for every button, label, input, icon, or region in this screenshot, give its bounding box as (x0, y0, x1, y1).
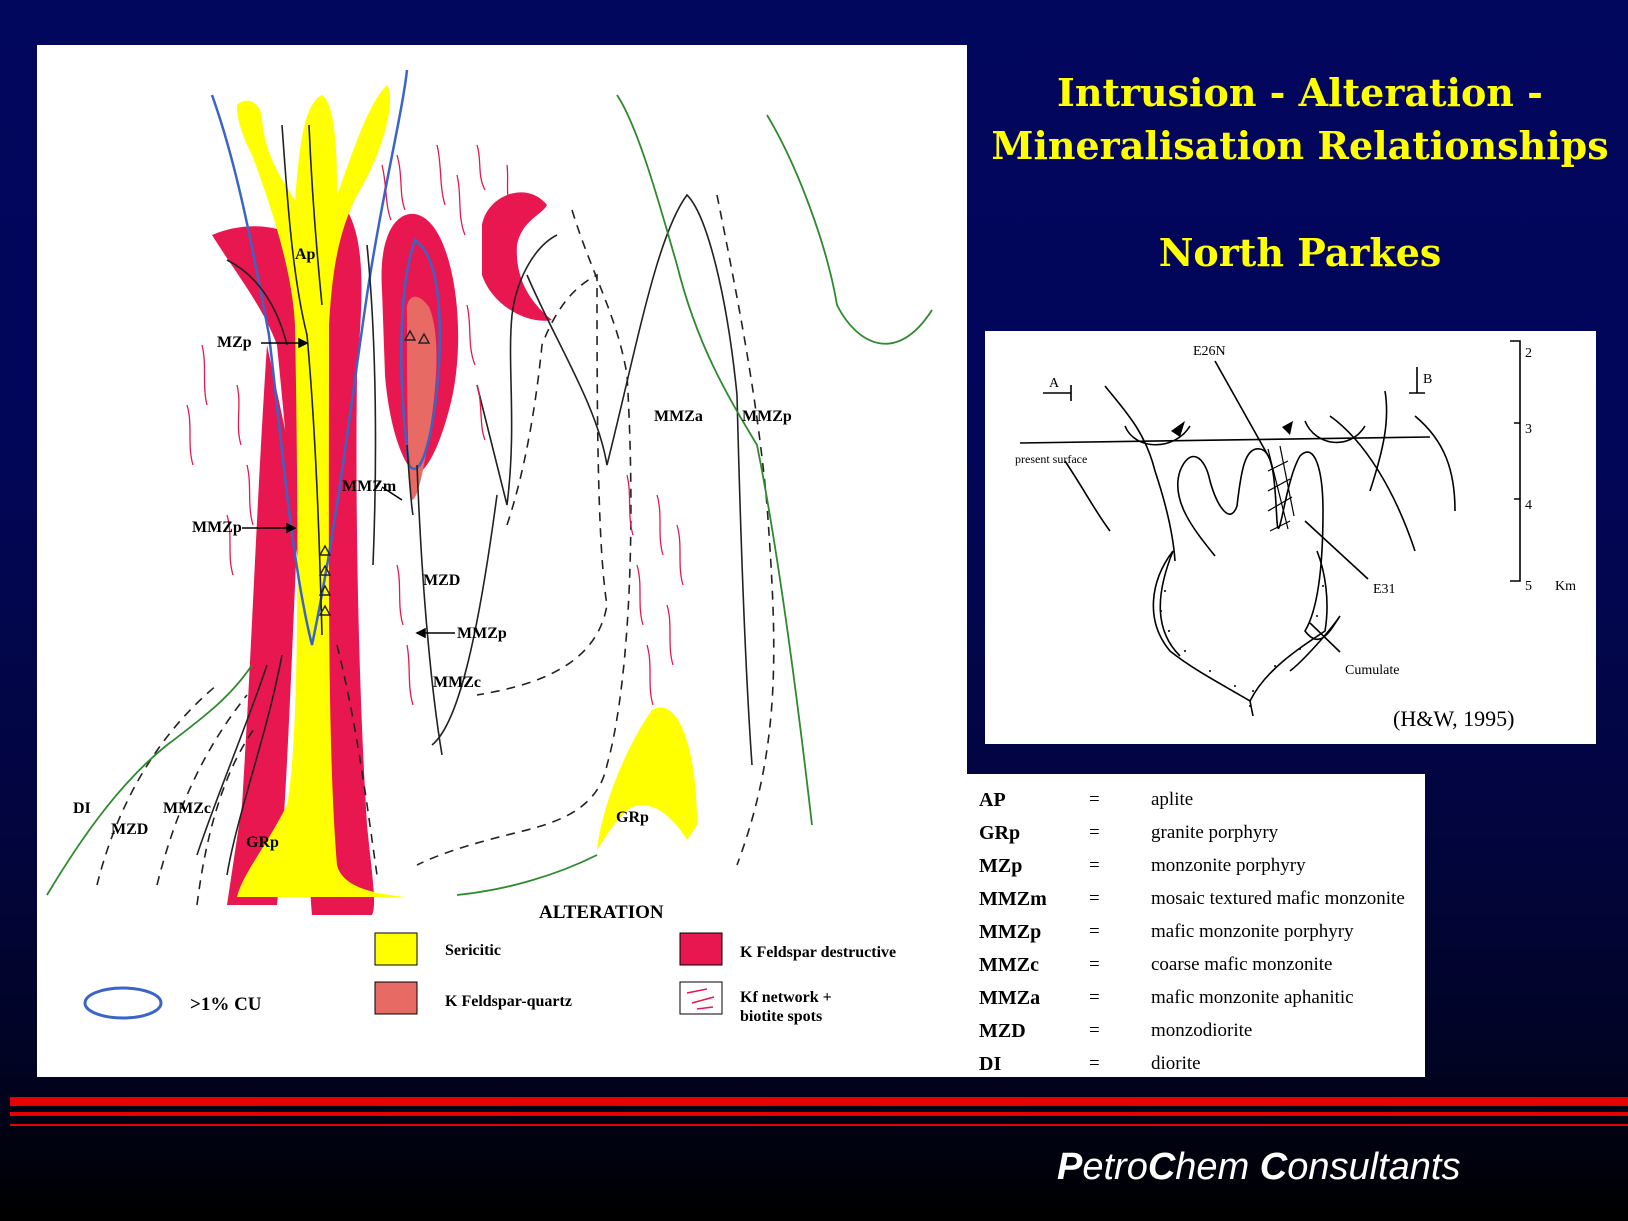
legend-swatch-kfeld-destructive (680, 933, 722, 965)
legend-eq: = (1089, 987, 1100, 1009)
unit-label-mmzc-left: MMZc (163, 800, 211, 817)
unit-label-grp-right: GRp (616, 809, 649, 826)
legend-eq: = (1089, 888, 1100, 910)
cross-section-diagram: Ap MZp MMZp MMZm MZD MMZp MMZc MMZa MMZp… (37, 45, 967, 1077)
sericitic-grp-right (597, 707, 697, 850)
scale-tick-4: 4 (1525, 498, 1532, 513)
brand-etro: etro (1082, 1146, 1147, 1188)
cu-legend-label: >1% CU (190, 994, 262, 1015)
brand-onsultants: onsultants (1287, 1146, 1460, 1188)
inset-svg: E26N A B present surface E31 Cumulate 2 … (985, 331, 1596, 744)
unit-label-mmzm: MMZm (342, 478, 397, 495)
unit-label-ap: Ap (295, 246, 316, 263)
legend-label-kf-network: Kf network + (740, 989, 832, 1006)
legend-def: monzodiorite (1151, 1020, 1252, 1042)
scale-unit: Km (1555, 579, 1576, 594)
unit-label-mmzp-left: MMZp (192, 519, 242, 536)
footer-stripe-1 (10, 1097, 1628, 1106)
legend-label-kfeld-quartz: K Feldspar-quartz (445, 993, 572, 1010)
scale-bar (1510, 341, 1520, 581)
kfeld-quartz-pod (407, 297, 437, 500)
legend-abbr: DI (979, 1053, 1001, 1076)
kfeld-destructive-hook (482, 192, 552, 320)
legend-abbr: GRp (979, 822, 1020, 845)
legend-abbr: MZD (979, 1020, 1026, 1043)
legend-swatch-sericitic (375, 933, 417, 965)
legend-abbr: MMZp (979, 921, 1041, 944)
brand-logo-text: PetroChem Consultants (1057, 1146, 1460, 1189)
label-e26n: E26N (1193, 344, 1226, 359)
unit-label-mmzp-center: MMZp (457, 625, 507, 642)
brand-c2: C (1260, 1146, 1287, 1188)
fault-lines (1065, 386, 1455, 561)
legend-def: mosaic textured mafic monzonite (1151, 888, 1405, 910)
label-b: B (1423, 372, 1432, 387)
cumulate-rim (1153, 551, 1327, 716)
scale-tick-2: 2 (1525, 346, 1532, 361)
cu-legend-ellipse (85, 988, 161, 1018)
legend-label-biotite-spots: biotite spots (740, 1008, 822, 1025)
legend-def: granite porphyry (1151, 822, 1278, 844)
title-line-3: North Parkes (975, 227, 1625, 279)
unit-label-di: DI (73, 800, 91, 817)
unit-label-mzd-left: MZD (111, 821, 148, 838)
legend-label-sericitic: Sericitic (445, 942, 501, 959)
legend-eq: = (1089, 789, 1100, 811)
abbreviation-legend: AP = aplite GRp = granite porphyry MZp = monzo… (967, 774, 1425, 1077)
inset-section: E26N A B present surface E31 Cumulate 2 … (985, 331, 1596, 744)
brand-p: P (1057, 1146, 1082, 1188)
title-line-1: Intrusion - Alteration - (975, 67, 1625, 119)
legend-abbr: MMZa (979, 987, 1040, 1010)
cumulate-stipple (1160, 585, 1324, 707)
legend-eq: = (1089, 822, 1100, 844)
legend-def: aplite (1151, 789, 1193, 811)
legend-eq: = (1089, 954, 1100, 976)
legend-def: diorite (1151, 1053, 1201, 1075)
cross-section-svg: Ap MZp MMZp MMZm MZD MMZp MMZc MMZa MMZp… (37, 45, 967, 1077)
legend-def: monzonite porphyry (1151, 855, 1306, 877)
e31-pointer (1305, 521, 1368, 579)
legend-def: mafic monzonite aphanitic (1151, 987, 1354, 1009)
present-surface-line (1020, 437, 1430, 443)
unit-label-grp-left: GRp (246, 834, 279, 851)
arrow-center (1282, 421, 1293, 435)
label-cumulate: Cumulate (1345, 663, 1399, 678)
unit-label-mmzp-right: MMZp (742, 408, 792, 425)
legend-abbr: MZp (979, 855, 1022, 878)
legend-eq: = (1089, 855, 1100, 877)
unit-label-mmzc-center: MMZc (433, 674, 481, 691)
label-present-surface: present surface (1015, 452, 1087, 466)
brand-hem: hem (1175, 1146, 1259, 1188)
legend-eq: = (1089, 921, 1100, 943)
footer-stripe-3 (10, 1124, 1628, 1126)
legend-eq: = (1089, 1053, 1100, 1075)
legend-label-kfeld-destructive: K Feldspar destructive (740, 944, 896, 961)
legend-abbr: MMZc (979, 954, 1039, 977)
brand-c1: C (1148, 1146, 1175, 1188)
unit-label-mzd-center: MZD (423, 572, 460, 589)
legend-swatch-kfeld-quartz (375, 982, 417, 1014)
alteration-heading: ALTERATION (539, 902, 664, 923)
legend-eq: = (1089, 1020, 1100, 1042)
legend-def: mafic monzonite porphyry (1151, 921, 1354, 943)
legend-abbr: AP (979, 789, 1006, 812)
legend-abbr: MMZm (979, 888, 1047, 911)
label-a: A (1049, 376, 1060, 391)
unit-label-mmza: MMZa (654, 408, 703, 425)
legend-def: coarse mafic monzonite (1151, 954, 1332, 976)
title-line-2: Mineralisation Relationships (975, 120, 1625, 172)
scale-tick-5: 5 (1525, 579, 1532, 594)
footer-stripe-2 (10, 1112, 1628, 1116)
label-e31: E31 (1373, 582, 1396, 597)
citation: (H&W, 1995) (1393, 706, 1514, 731)
e26n-pointer (1215, 361, 1270, 459)
scale-tick-3: 3 (1525, 422, 1532, 437)
unit-label-mzp: MZp (217, 334, 252, 351)
